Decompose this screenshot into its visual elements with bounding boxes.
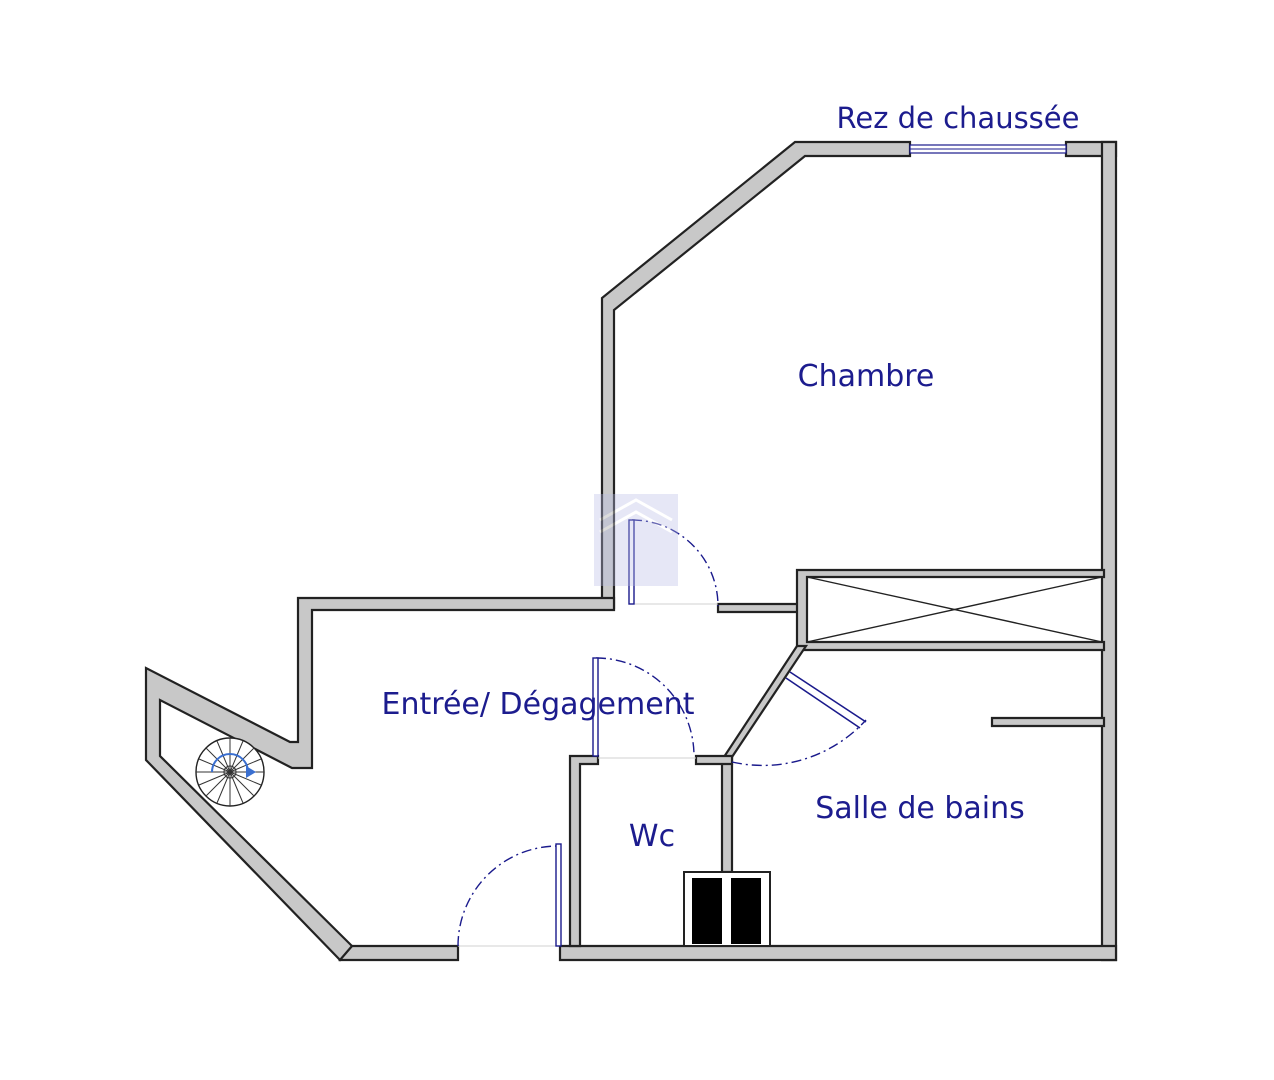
room-label-bedroom: Chambre: [798, 359, 935, 394]
wall-south-east: [558, 944, 1118, 962]
room-label-wc: Wc: [629, 819, 675, 854]
wall-bathroom-diagonal: [719, 644, 809, 762]
room-label-bathroom: Salle de bains: [815, 791, 1025, 826]
room-label-entry: Entrée/ Dégagement: [382, 687, 695, 722]
storage-cabinet: [795, 568, 1106, 652]
wall-bathroom-partition: [990, 716, 1106, 728]
wall-wc-right-stub: [694, 754, 734, 766]
watermark-logo: [594, 494, 678, 586]
door-bedroom: [628, 519, 719, 607]
wall-east: [1100, 140, 1118, 962]
wall-south-west: [338, 944, 460, 962]
window-north: [909, 144, 1067, 154]
spiral-staircase: [195, 737, 265, 807]
door-bathroom: [731, 671, 867, 767]
wall-stair-pocket: [144, 596, 616, 962]
cupboard-units: [683, 871, 771, 947]
door-wc: [592, 657, 696, 759]
wall-corridor-north: [716, 602, 802, 614]
plan-title: Rez de chaussée: [837, 101, 1080, 135]
wall-wc: [568, 754, 600, 948]
door-entrance: [457, 843, 562, 947]
wall-bathroom-wc: [720, 756, 734, 874]
